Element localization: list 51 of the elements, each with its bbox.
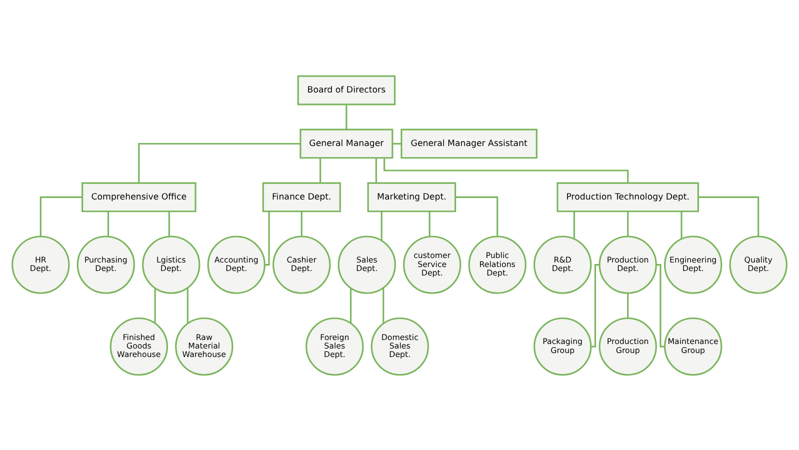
- connector: [456, 196, 498, 236]
- node-circle: Foreign Sales Dept.: [306, 316, 364, 376]
- node-box: Board of Directors: [297, 74, 396, 105]
- connector: [40, 196, 82, 236]
- connector: [346, 104, 348, 129]
- node-circle: Cashier Dept.: [272, 235, 331, 294]
- node-circle: Engineering Dept.: [664, 235, 722, 294]
- connector: [698, 196, 760, 236]
- connector: [350, 288, 352, 323]
- node-circle: Quality Dept.: [729, 235, 788, 294]
- node-circle: Finished Goods Warehouse: [110, 316, 168, 376]
- node-circle: Production Dept.: [598, 235, 657, 294]
- connector: [573, 211, 575, 238]
- connector: [320, 158, 322, 182]
- connector: [168, 211, 170, 236]
- connector: [392, 142, 402, 144]
- connector: [656, 264, 665, 347]
- connector: [375, 158, 377, 182]
- connector: [627, 211, 629, 236]
- connector: [186, 287, 188, 323]
- node-circle: Production Group: [598, 316, 657, 376]
- connector: [300, 211, 302, 236]
- connector: [680, 211, 682, 238]
- connector: [154, 288, 156, 323]
- connector: [264, 211, 270, 266]
- node-circle: R&D Dept.: [534, 235, 592, 294]
- node-box: General Manager: [300, 128, 394, 158]
- connector: [380, 211, 382, 240]
- connector: [428, 211, 430, 236]
- connector: [107, 211, 110, 236]
- node-box: Production Technology Dept.: [556, 182, 699, 212]
- node-box: Finance Dept.: [262, 182, 341, 212]
- connector: [384, 158, 629, 182]
- connector: [382, 287, 384, 323]
- node-circle: Domestic Sales Dept.: [370, 316, 429, 376]
- node-box: General Manager Assistant: [400, 128, 538, 158]
- node-circle: Maintenance Group: [664, 316, 722, 376]
- node-circle: Purchasing Dept.: [76, 235, 135, 294]
- node-box: Comprehensive Office: [82, 182, 196, 212]
- node-circle: Lgistics Dept.: [142, 235, 200, 294]
- node-circle: HR Dept.: [12, 235, 70, 294]
- node-circle: customer Service Dept.: [403, 235, 462, 294]
- node-circle: Public Relations Dept.: [468, 235, 526, 294]
- node-circle: Raw Material Warehouse: [175, 316, 234, 376]
- node-circle: Sales Dept.: [338, 235, 396, 294]
- node-box: Marketing Dept.: [367, 182, 456, 212]
- connector: [138, 142, 300, 182]
- connector: [590, 264, 600, 347]
- node-circle: Accounting Dept.: [207, 235, 266, 294]
- node-circle: Packaging Group: [534, 316, 592, 376]
- connector: [627, 292, 629, 318]
